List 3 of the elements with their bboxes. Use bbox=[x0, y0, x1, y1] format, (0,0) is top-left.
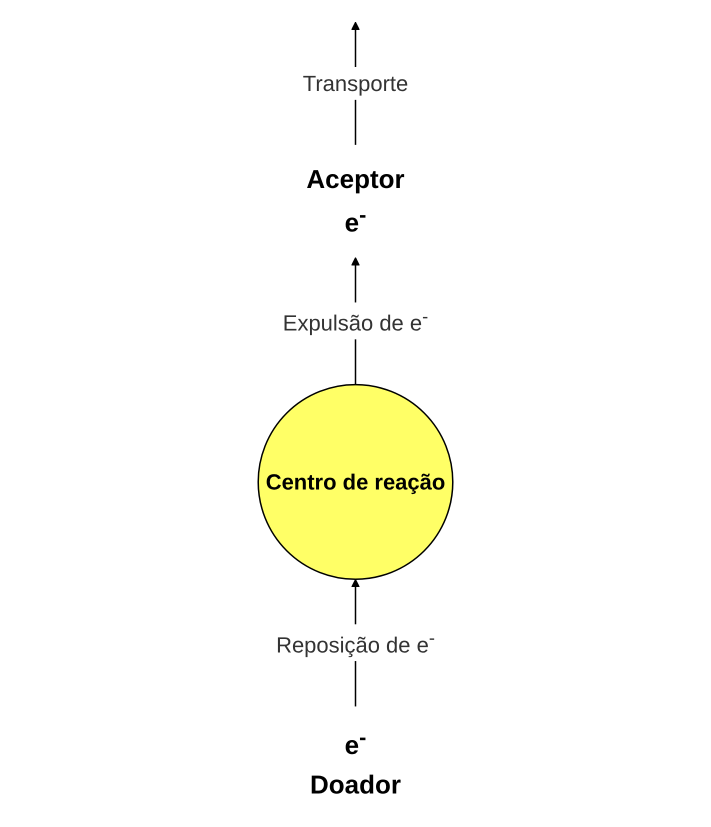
node-label: e$^{-}$ Doador bbox=[310, 724, 401, 800]
node-label: Aceptor e$^{-}$ bbox=[306, 164, 405, 238]
reaction-center-ellipse: Centro de reação bbox=[257, 384, 454, 580]
